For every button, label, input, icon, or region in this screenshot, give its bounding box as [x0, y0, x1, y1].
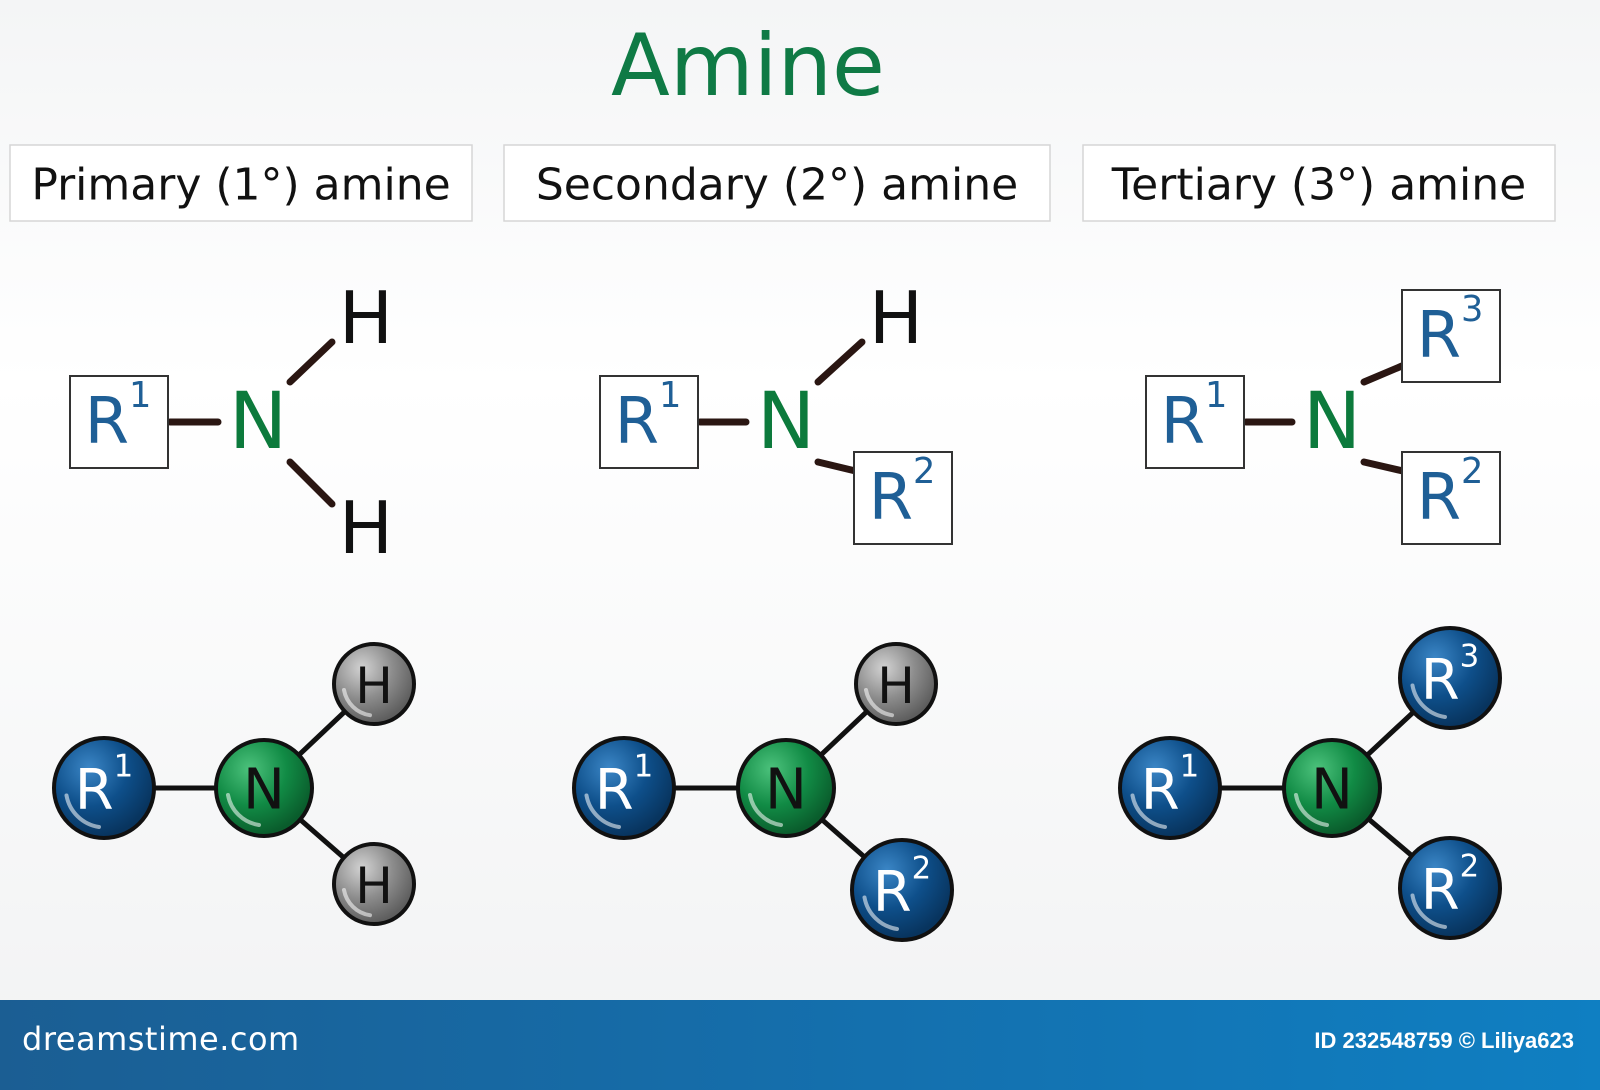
- r-group-ball: [52, 736, 156, 840]
- nitrogen-ball-label: N: [1311, 758, 1353, 823]
- r-group-label: R1: [615, 375, 682, 459]
- footer-brand[interactable]: dreamstime.com: [22, 1020, 300, 1058]
- ball-highlight: [864, 688, 894, 718]
- ball-highlight: [748, 793, 783, 827]
- r-group-ball: [1118, 736, 1222, 840]
- ball-and-stick-model: R1 H R2 N: [572, 642, 954, 942]
- r-group-ball: [572, 736, 676, 840]
- nitrogen-atom-label: N: [229, 377, 287, 467]
- r-group-ball-label: R2: [873, 850, 932, 924]
- bond-top: [814, 338, 866, 386]
- panel-heading: Secondary (2°) amine: [536, 160, 1018, 211]
- r-group-ball-label: R1: [75, 748, 134, 822]
- r-group-ball: [850, 838, 954, 942]
- nitrogen-ball: [1282, 738, 1382, 838]
- ball-highlight: [342, 888, 372, 918]
- nitrogen-ball-label: N: [765, 758, 807, 823]
- hydrogen-ball-label: H: [355, 657, 393, 715]
- r-group-box: [1401, 289, 1501, 383]
- r-group-box: [853, 451, 953, 545]
- footer-credit: ID 232548759 © Liliya623: [1314, 1028, 1574, 1053]
- panel-heading-box: [503, 144, 1051, 222]
- panel-heading-box: [9, 144, 473, 222]
- ball-highlight: [1410, 683, 1447, 719]
- hydrogen-ball: [332, 842, 416, 926]
- nitrogen-ball: [214, 738, 314, 838]
- ball-highlight: [64, 793, 101, 829]
- r-group-box: [599, 375, 699, 469]
- hydrogen-ball: [332, 642, 416, 726]
- r-group-ball: [1398, 626, 1502, 730]
- hydrogen-ball-label: H: [355, 857, 393, 915]
- footer-bar: dreamstime.com ID 232548759 © Liliya623: [0, 1000, 1600, 1090]
- r-group-box: [1401, 451, 1501, 545]
- r-group-box: [69, 375, 169, 469]
- r-group-ball-label: R1: [1141, 748, 1200, 822]
- r-group-label: R2: [869, 451, 936, 535]
- hydrogen-ball: [854, 642, 938, 726]
- r-group-ball: [1398, 836, 1502, 940]
- structural-formula: R1 NH H: [69, 276, 393, 570]
- hydrogen-atom-label: H: [869, 276, 923, 360]
- ball-highlight: [226, 793, 261, 827]
- ball-highlight: [1130, 793, 1167, 829]
- r-group-box: [1145, 375, 1245, 469]
- r-group-ball-label: R3: [1421, 638, 1480, 712]
- r-group-label: R1: [85, 375, 152, 459]
- r-group-label: R3: [1417, 289, 1484, 373]
- r-group-label: R1: [1161, 375, 1228, 459]
- bond-bottom: [286, 458, 336, 508]
- ball-highlight: [342, 688, 372, 718]
- structural-formula: R1 NH R2: [599, 276, 953, 545]
- nitrogen-ball-label: N: [243, 758, 285, 823]
- panel-heading: Tertiary (3°) amine: [1111, 160, 1526, 211]
- nitrogen-atom-label: N: [757, 377, 815, 467]
- panel-heading: Primary (1°) amine: [31, 160, 450, 211]
- r-group-label: R2: [1417, 451, 1484, 535]
- ball-highlight: [1410, 893, 1447, 929]
- nitrogen-ball: [736, 738, 836, 838]
- hydrogen-atom-label: H: [339, 486, 393, 570]
- page-title: Amine: [611, 16, 885, 116]
- hydrogen-atom-label: H: [339, 276, 393, 360]
- ball-highlight: [862, 895, 899, 931]
- ball-highlight: [1294, 793, 1329, 827]
- r-group-ball-label: R1: [595, 748, 654, 822]
- hydrogen-ball-label: H: [877, 657, 915, 715]
- nitrogen-atom-label: N: [1303, 377, 1361, 467]
- r-group-ball-label: R2: [1421, 848, 1480, 922]
- ball-highlight: [584, 793, 621, 829]
- panel-heading-box: [1082, 144, 1556, 222]
- bond-top: [286, 338, 336, 386]
